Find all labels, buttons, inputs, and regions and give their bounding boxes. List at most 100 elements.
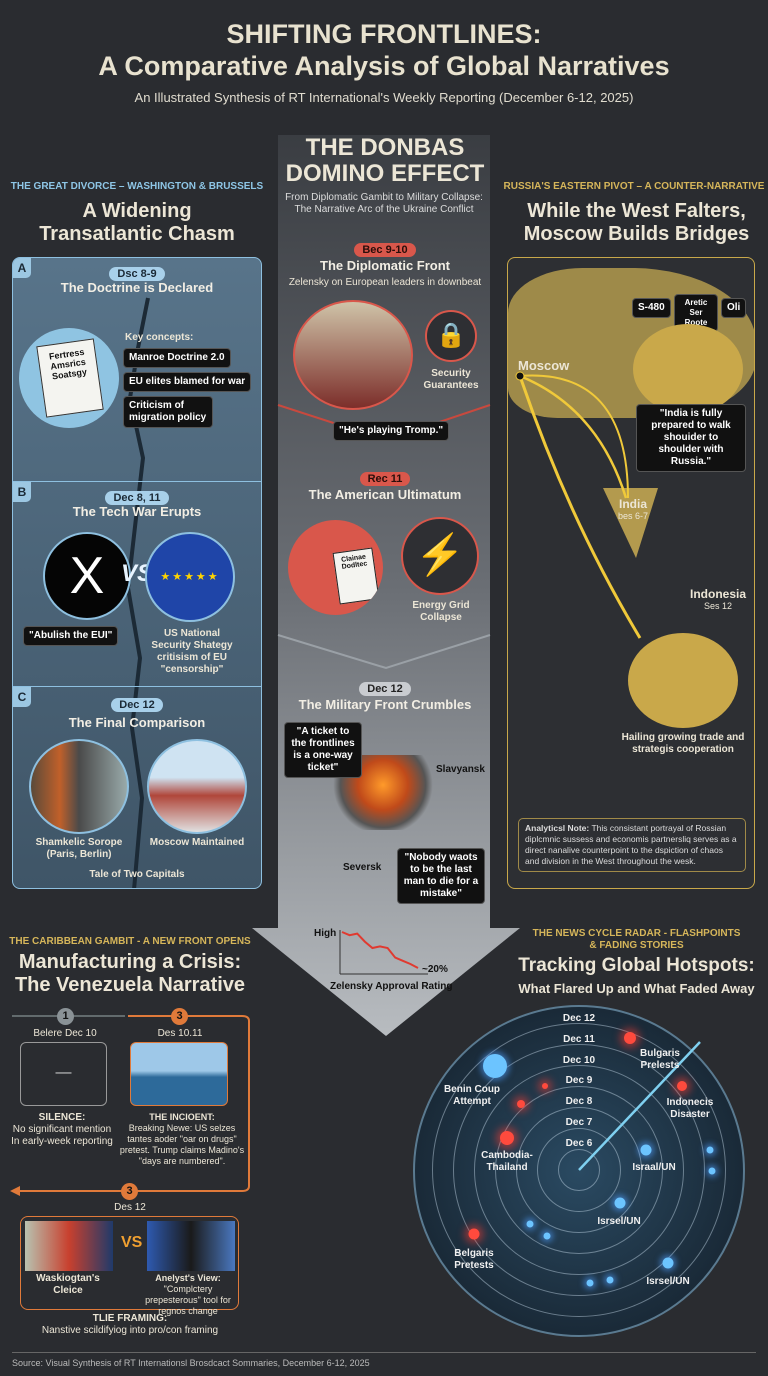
center-subtitle: From Diplomatic Gambit to Military Colla…: [285, 192, 483, 215]
blip-fading: [640, 1144, 652, 1156]
main-subtitle: An Illustrated Synthesis of RT Internati…: [134, 90, 634, 105]
footer-divider: [12, 1352, 756, 1353]
hotspot-label: Indonecis Disaster: [666, 1097, 714, 1120]
date-pill: Dec 8, 11: [105, 491, 169, 505]
section-letter: A: [13, 258, 31, 278]
blip-flare: [542, 1083, 548, 1089]
burning-europe-image: [29, 739, 129, 834]
lock-icon: 🔒: [425, 310, 477, 362]
caption: Anelyst's View:"Complctery prepesterous"…: [145, 1273, 231, 1316]
hotspot-label: Isrsel/UN: [646, 1276, 690, 1287]
ring-label: Dec 8: [565, 1096, 593, 1107]
analytical-note: Analyticsl Note: This consistant portray…: [518, 818, 746, 872]
quote-bubble: "Nobody waots to be the last man to die …: [397, 848, 485, 904]
blip-fading: [606, 1276, 614, 1284]
silence-box: —: [20, 1042, 107, 1106]
section-title: The American Ultimatum: [308, 487, 462, 502]
radar-subtitle: What Flared Up and What Faded Away: [518, 981, 755, 996]
ring-label: Dec 10: [562, 1055, 596, 1066]
blip-fading: [706, 1146, 714, 1154]
step-badge: 3: [171, 1008, 188, 1025]
deal-tag: Oli: [721, 298, 747, 318]
hotspot-label: Belgaris Pretests: [454, 1248, 494, 1271]
hotspot-label: Bulgaris Prelests: [639, 1048, 680, 1071]
chart-title: Zelensky Approval Rating: [330, 981, 452, 992]
step-text: THE INCIOENT:Breaking Newe: US selzes ta…: [119, 1112, 245, 1166]
chart-end-label: ~20%: [422, 964, 448, 975]
caption: Waskiogtan's Cleice: [36, 1273, 100, 1296]
approval-line: [341, 931, 419, 969]
venezuela-title: Manufacturing a Crisis:The Venezuela Nar…: [14, 951, 246, 996]
power-pylon-icon: ⚡: [401, 517, 479, 595]
section-title: The Tech War Erupts: [72, 504, 202, 519]
source-text: Source: Visual Synthesis of RT Internati…: [12, 1358, 370, 1368]
quote-bubble: "He's playing Tromp.": [333, 421, 450, 441]
radar-title: Tracking Global Hotspots:: [518, 955, 755, 976]
framing-box: VS Waskiogtan's Cleice Anelyst's View:"C…: [20, 1216, 239, 1316]
tale-label: Tale of Two Capitals: [89, 869, 185, 880]
blip-fading: [526, 1220, 534, 1228]
blip-fading: [483, 1054, 507, 1078]
place-label: Slavyansk: [436, 764, 485, 775]
blip-fading: [708, 1167, 716, 1175]
hotspot-label: Isrsel/UN: [597, 1216, 641, 1227]
date-pill: Dec 12: [111, 698, 163, 712]
radar-kicker: THE NEWS CYCLE RADAR - FLASHPOINTS& FADI…: [532, 928, 741, 951]
blip-flare: [500, 1131, 514, 1145]
hotspot-label: Benin Coup Attempt: [443, 1084, 501, 1107]
caption: US National Security Shategy critisism o…: [151, 628, 233, 675]
eu-flag-icon: ★★★★★: [145, 532, 235, 622]
section-desc: Zelensky on European leaders in downbeat: [288, 277, 482, 288]
quote-bubble: "India is fully prepared to walk shouide…: [636, 404, 746, 472]
place-label: Seversk: [343, 862, 382, 873]
approval-chart: High ~20% Zelensky Approval Rating: [314, 928, 452, 992]
deal-tag: S-480: [632, 298, 671, 318]
machado-image: [25, 1221, 113, 1271]
blip-flare: [468, 1228, 480, 1240]
section-a: A Dsc 8-9 The Doctrine is Declared Fertr…: [13, 258, 261, 481]
caption: Shamkelic Sorope (Paris, Berlin): [35, 837, 123, 860]
moscow-kremlin-image: [147, 739, 247, 834]
blip-flare: [677, 1081, 687, 1091]
main-title: SHIFTING FRONTLINES:A Comparative Analys…: [98, 19, 670, 81]
step-date: Des 10.11: [157, 1028, 203, 1039]
quote-bubble: "A ticket to the frontlines is a one-way…: [284, 722, 362, 778]
transatlantic-panel: A Dsc 8-9 The Doctrine is Declared Fertr…: [12, 257, 262, 889]
framing-text: TLIE FRAMING:Nanstive scildifyiog into p…: [41, 1313, 219, 1336]
blip-fading: [614, 1197, 626, 1209]
analyst-image: [147, 1221, 235, 1271]
blip-fading: [662, 1257, 674, 1269]
right-kicker: RUSSIA'S EASTERN PIVOT – A COUNTER-NARRA…: [503, 181, 765, 192]
date-pill: Dec 12: [359, 682, 411, 696]
step-badge: 3: [121, 1183, 138, 1200]
putin-prabowo-image: [628, 633, 738, 728]
section-title: The Final Comparison: [68, 715, 206, 730]
hotspot-label: Cambodia-Thailand: [481, 1150, 533, 1173]
concept-tag: EU elites blamed for war: [123, 372, 252, 392]
ring-label: Dec 12: [562, 1013, 596, 1024]
section-title: The Doctrine is Declared: [60, 280, 214, 295]
step-date: Belere Dec 10: [33, 1028, 97, 1039]
ring-label: Dec 9: [565, 1075, 593, 1086]
ring-label: Dec 7: [565, 1117, 593, 1128]
putin-modi-image: [633, 324, 743, 414]
route-lines: [515, 371, 642, 639]
section-c: C Dec 12 The Final Comparison Shamkelic …: [13, 686, 261, 888]
section-letter: C: [13, 687, 31, 707]
right-title: While the West Falters,Moscow Builds Bri…: [523, 200, 750, 245]
date-pill: Rec 11: [359, 472, 411, 486]
moscow-label: Moscow: [518, 358, 570, 373]
caption: Moscow Maintained: [149, 837, 245, 848]
step-date: Des 12: [114, 1202, 146, 1213]
concept-tag: Manroe Doctrine 2.0: [123, 348, 231, 368]
ring-label: Dec 6: [565, 1138, 593, 1149]
eastern-pivot-panel: Moscow S-480 Aretic Ser Roote Oli "India…: [507, 257, 755, 889]
blip-flare: [624, 1032, 636, 1044]
vs-label: VS: [121, 1234, 143, 1251]
hotspot-label: Israal/UN: [632, 1162, 676, 1173]
concept-tag: Criticism of migration policy: [123, 396, 213, 428]
